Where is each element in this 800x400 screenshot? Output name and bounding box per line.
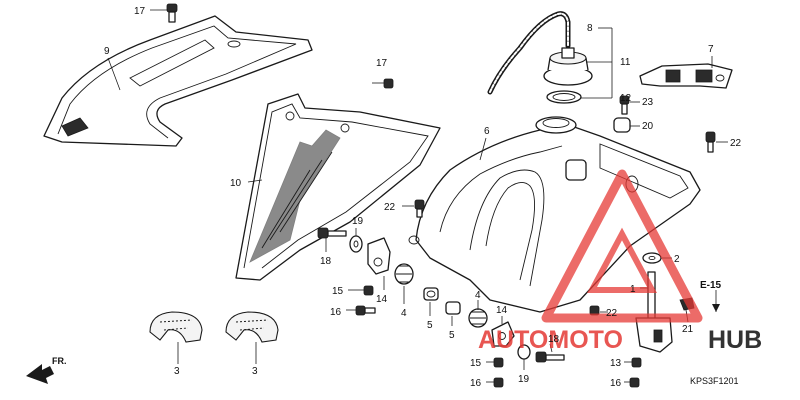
bracket-14-left [367, 237, 391, 275]
shroud-side-part [235, 93, 441, 281]
collar-20-part [613, 117, 631, 133]
callout-17b: 17 [376, 58, 388, 69]
bolt-15-left [363, 285, 374, 296]
cap-gasket-part [546, 90, 582, 104]
callout-22c: 22 [606, 308, 618, 319]
callout-10: 10 [230, 178, 242, 189]
callout-20: 20 [642, 121, 654, 132]
collar-5-right [445, 301, 461, 315]
callout-16b: 16 [470, 378, 482, 389]
bolt-17-upper [166, 3, 178, 23]
pad-3-right [225, 311, 279, 343]
callout-11: 11 [620, 57, 631, 68]
callout-5a: 5 [427, 320, 433, 331]
bolt-23-part [619, 95, 630, 115]
front-arrow-icon [26, 364, 54, 384]
ref-arrow [712, 290, 720, 312]
callout-3a: 3 [174, 366, 180, 377]
bolt-22-left [414, 199, 425, 218]
leader-lines [107, 9, 728, 383]
fuel-cap-part [543, 47, 593, 86]
washer-2-part [642, 252, 662, 264]
bolt-17-side [372, 78, 394, 89]
callout-1: 1 [630, 284, 636, 295]
callout-19a: 19 [352, 216, 364, 227]
front-arrow-label: FR. [52, 356, 67, 366]
shroud-upper-part [43, 15, 313, 147]
callout-4a: 4 [401, 308, 407, 319]
bolt-16-right [493, 377, 504, 388]
callout-18a: 18 [320, 256, 332, 267]
callout-labels: 17 9 17 10 8 11 12 7 6 23 20 22 22 19 18… [52, 6, 742, 389]
washer-19-left [349, 235, 363, 253]
callout-6: 6 [484, 126, 490, 137]
callout-5b: 5 [449, 330, 455, 341]
watermark-text-right: HUB [708, 326, 762, 354]
callout-16c: 16 [610, 378, 622, 389]
callout-4b: 4 [475, 290, 481, 301]
callout-22a: 22 [730, 138, 742, 149]
callout-21: 21 [682, 324, 694, 335]
callout-2: 2 [674, 254, 680, 265]
bolt-22-upper [705, 131, 716, 153]
ref-label: E-15 [700, 280, 722, 291]
callout-8: 8 [587, 23, 593, 34]
callout-19b: 19 [518, 374, 530, 385]
fuel-valve-part [635, 271, 673, 353]
callout-16a: 16 [330, 307, 342, 318]
grommet-4-right [468, 308, 488, 328]
watermark-logo: AUTOMOTO HUB [478, 169, 762, 354]
pad-3-left [149, 311, 203, 343]
bracket-14-right [491, 321, 515, 347]
collar-5-left [423, 287, 439, 301]
callout-22b: 22 [384, 202, 396, 213]
callout-18b: 18 [548, 334, 560, 345]
bolt-18-left [317, 227, 347, 239]
callout-3b: 3 [252, 366, 258, 377]
callout-15b: 15 [470, 358, 482, 369]
bolt-18-right [535, 351, 565, 363]
callout-17a: 17 [134, 6, 146, 17]
bolt-16-valve [629, 377, 640, 388]
bolt-15-right [493, 357, 504, 368]
callout-23: 23 [642, 97, 654, 108]
fuel-tank-part [408, 116, 701, 313]
bolt-16-left [355, 305, 376, 316]
breather-tube-part [487, 11, 571, 95]
diagram-code: KPS3F1201 [690, 376, 739, 386]
callout-14b: 14 [496, 305, 508, 316]
callout-15a: 15 [332, 286, 344, 297]
callout-13: 13 [610, 358, 622, 369]
callout-12: 12 [620, 93, 632, 104]
callout-7: 7 [708, 44, 714, 55]
watermark-text-left: AUTOMOTO [478, 326, 623, 354]
bolt-13-part [631, 357, 642, 368]
grommet-4-left [394, 263, 414, 285]
tank-strap-part [639, 63, 733, 89]
callout-14a: 14 [376, 294, 388, 305]
callout-9: 9 [104, 46, 110, 57]
